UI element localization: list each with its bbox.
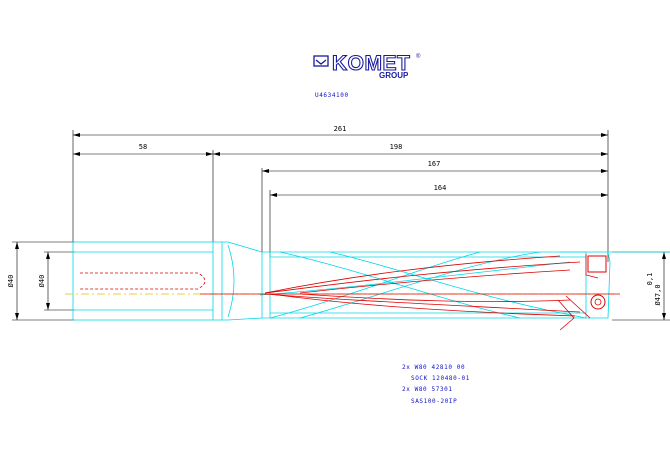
insert-line-4: SAS100-20IP bbox=[411, 398, 457, 405]
tool-shank bbox=[72, 241, 214, 321]
dimension-lines bbox=[12, 130, 670, 321]
insert-list: 2x W80 42810 00 SOCK 120480-01 2x W80 57… bbox=[402, 364, 470, 405]
dim-shank-length: 58 bbox=[139, 143, 147, 151]
dim-body-length: 198 bbox=[390, 143, 403, 151]
coolant-channels bbox=[80, 254, 607, 331]
dim-overall-length: 261 bbox=[334, 125, 347, 133]
dim-shank-diameter: Ø40 bbox=[7, 275, 15, 288]
dim-inner-diameter: Ø40 bbox=[38, 275, 46, 288]
insert-line-3: 2x W80 57301 bbox=[402, 386, 453, 393]
logo-brand: KOMET bbox=[332, 52, 410, 75]
part-number: U4634100 bbox=[315, 92, 349, 99]
dimension-arrows bbox=[15, 133, 666, 320]
dim-cutting-tolerance: 0,1 bbox=[646, 273, 654, 286]
logo-registered: ® bbox=[416, 53, 421, 60]
tool-outline bbox=[72, 241, 670, 321]
insert-line-2: SOCK 120480-01 bbox=[411, 375, 470, 382]
logo-group: GROUP bbox=[379, 71, 409, 80]
tool-head bbox=[585, 251, 611, 319]
dim-cutting-diameter: Ø47,0 bbox=[654, 284, 662, 305]
dim-length-167: 167 bbox=[428, 160, 441, 168]
komet-logo: KOMET ® GROUP bbox=[313, 51, 421, 80]
komet-logo-icon bbox=[313, 55, 329, 67]
dim-length-164: 164 bbox=[434, 184, 447, 192]
insert-line-1: 2x W80 42810 00 bbox=[402, 364, 465, 371]
